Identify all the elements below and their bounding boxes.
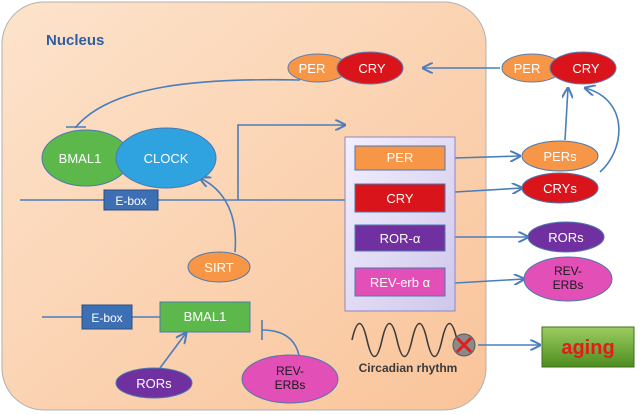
reverbs-lower-ellipse [241, 354, 339, 404]
cry-protein-label: CRY [358, 61, 386, 76]
nucleus-label: Nucleus [46, 32, 104, 49]
arrow-per [454, 156, 520, 158]
crys-label: CRYs [543, 181, 577, 196]
inhibition-line-per-cry [74, 78, 301, 129]
rors-lower-label: RORs [136, 376, 172, 391]
per-gene-label: PER [387, 150, 414, 165]
clock-label: CLOCK [144, 151, 189, 166]
connector-lines [20, 68, 620, 369]
cry-complex-right-ellipse [549, 51, 617, 85]
disruption-x-icon [452, 333, 476, 357]
rors-right-label: RORs [548, 230, 584, 245]
reverb-gene-label: REV-erb α [370, 275, 431, 290]
circadian-wave [351, 322, 458, 358]
reverbs-lower-label: REV-ERBs [275, 364, 306, 392]
bmal1-gene-label: BMAL1 [184, 309, 227, 324]
cry-complex-right-label: CRY [572, 61, 600, 76]
ebox-lower-box [81, 304, 133, 330]
rors-lower-ellipse [115, 367, 193, 399]
crys-ellipse [521, 172, 599, 204]
ebox-upper-label: E-box [115, 194, 146, 208]
sirt-to-clock-arrow [200, 178, 237, 253]
activation-line [237, 125, 345, 200]
reverb-gene-box [354, 267, 446, 297]
sirt-label: SIRT [204, 260, 233, 275]
arrow-pers-up [565, 88, 568, 141]
ror-gene-label: ROR-α [380, 231, 421, 246]
rors-to-bmal1-arrow [159, 333, 186, 369]
reverbs-right-label: REV-ERBs [553, 264, 584, 292]
reverbs-right-ellipse [523, 256, 613, 302]
clock-ellipse [115, 127, 217, 189]
arrow-cry [454, 188, 522, 192]
per-protein-label: PER [299, 61, 326, 76]
sirt-ellipse [187, 251, 251, 283]
aging-box [541, 326, 635, 368]
arrow-crys-up [585, 88, 620, 173]
bmal1-label: BMAL1 [59, 151, 102, 166]
cry-gene-box [354, 183, 446, 213]
ror-gene-box [354, 224, 446, 252]
per-complex-right-label: PER [514, 61, 541, 76]
rors-right-ellipse [527, 221, 605, 253]
pers-label: PERs [543, 149, 577, 164]
per-gene-box [354, 145, 446, 171]
circadian-label: Circadian rhythm [359, 361, 458, 375]
bmal1-gene-box [159, 301, 251, 333]
arrow-reverb [454, 279, 524, 283]
pers-ellipse [521, 140, 599, 172]
aging-label: aging [561, 337, 614, 359]
ebox-upper-box [103, 189, 159, 211]
cry-gene-label: CRY [386, 191, 414, 206]
ebox-lower-label: E-box [91, 311, 122, 325]
cry-protein-ellipse [336, 51, 404, 85]
